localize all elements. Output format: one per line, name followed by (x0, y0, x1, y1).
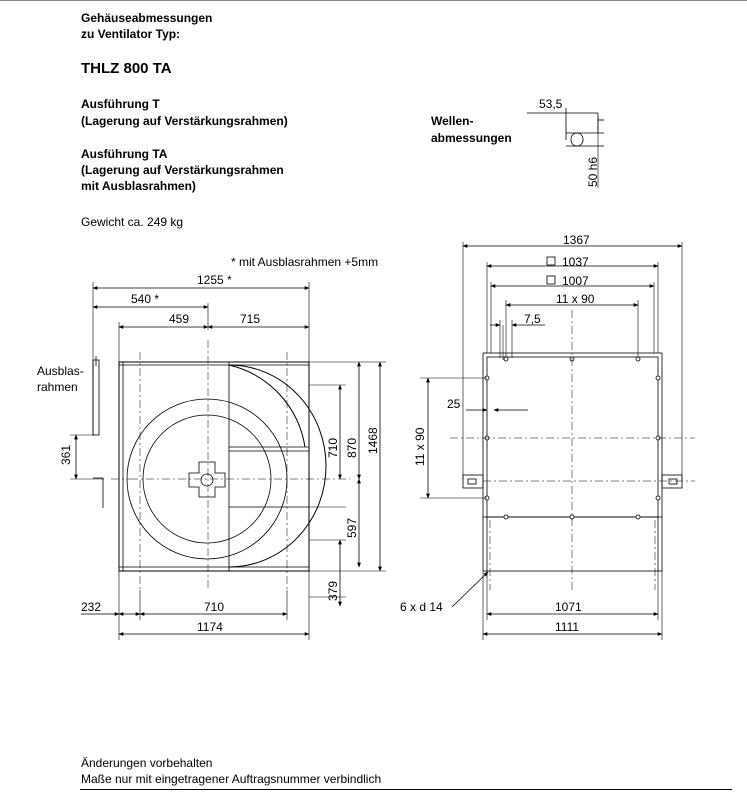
front-dim-7-5: 7,5 (524, 312, 541, 326)
front-dim-1037: 1037 (562, 255, 589, 269)
title-line-2: zu Ventilator Typ: (81, 27, 181, 41)
front-dim-1071: 1071 (555, 600, 582, 614)
side-view-drawing (70, 282, 386, 640)
top-border (0, 0, 747, 1)
shaft-label-2: abmessungen (431, 131, 512, 145)
side-dim-overall-width: 1255 * (197, 273, 232, 287)
front-dim-25: 25 (447, 397, 461, 411)
side-dim-left-part: 459 (169, 312, 189, 326)
side-dim-1468: 1468 (366, 427, 380, 454)
shaft-dim-diameter: 50 h6 (586, 157, 600, 187)
variant-ta-desc-2: mit Ausblasrahmen) (81, 179, 196, 193)
variant-t-title: Ausführung T (81, 97, 160, 111)
outlet-frame-label-2: rahmen (37, 380, 78, 394)
variant-t-desc: (Lagerung auf Verstärkungsrahmen) (81, 114, 288, 128)
front-dim-1007: 1007 (562, 274, 589, 288)
side-dim-379: 379 (326, 581, 340, 601)
side-dim-right-part: 715 (240, 312, 260, 326)
front-dim-holes-top: 11 x 90 (556, 292, 595, 306)
ausblasrahmen-note: * mit Ausblasrahmen +5mm (231, 255, 379, 269)
front-dim-holes-side: 11 x 90 (413, 427, 427, 466)
shaft-dim-key: 53,5 (539, 97, 563, 111)
side-dim-1174: 1174 (197, 620, 223, 634)
side-dim-597: 597 (345, 518, 359, 538)
front-dim-1111: 1111 (555, 620, 579, 634)
side-dim-232: 232 (81, 600, 101, 614)
square-symbol-1037 (546, 256, 556, 266)
weight-text: Gewicht ca. 249 kg (81, 215, 184, 229)
side-dim-361: 361 (59, 445, 73, 465)
variant-ta-desc-1: (Lagerung auf Verstärkungsrahmen (81, 163, 284, 177)
title-line-1: Gehäuseabmessungen (81, 11, 213, 25)
footer-rule (80, 789, 732, 790)
front-dim-1367: 1367 (563, 233, 590, 247)
model-name: THLZ 800 TA (81, 60, 172, 77)
side-dim-710-bottom: 710 (204, 600, 224, 614)
front-dim-foot-holes: 6 x d 14 (400, 600, 443, 614)
front-view-drawing (420, 242, 695, 640)
shaft-detail (527, 108, 604, 188)
shaft-label-1: Wellen- (431, 114, 474, 128)
square-symbol-1007 (546, 275, 556, 285)
side-dim-to-center: 540 * (131, 292, 159, 306)
side-dim-870: 870 (345, 438, 359, 458)
outlet-frame-label-1: Ausblas- (37, 364, 84, 378)
variant-ta-title: Ausführung TA (81, 147, 168, 161)
footer-line-2: Maße nur mit eingetragener Auftragsnumme… (81, 772, 382, 786)
footer-line-1: Änderungen vorbehalten (81, 756, 213, 770)
side-dim-710-vertical: 710 (326, 438, 340, 458)
